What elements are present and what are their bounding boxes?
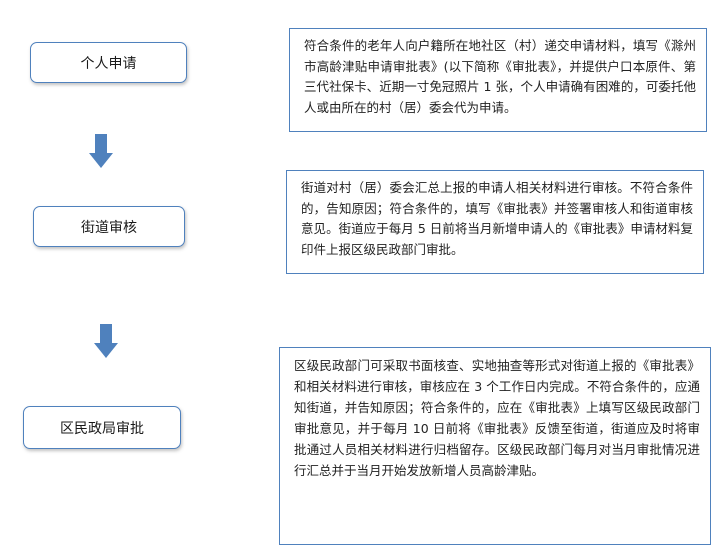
step-label: 街道审核: [81, 219, 137, 236]
step-label: 个人申请: [80, 55, 137, 72]
down-arrow-icon: [89, 134, 113, 168]
step-personal-application-description: 符合条件的老年人向户籍所在地社区（村）递交申请材料，填写《滁州市高龄津贴申请审批…: [289, 28, 707, 132]
step-civil-affairs-approval-description: 区级民政部门可采取书面核查、实地抽查等形式对街道上报的《审批表》和相关材料进行审…: [279, 347, 711, 545]
step-street-review-description: 街道对村（居）委会汇总上报的申请人相关材料进行审核。不符合条件的，告知原因；符合…: [286, 170, 704, 274]
step-label: 区民政局审批: [60, 420, 144, 437]
down-arrow-icon: [94, 324, 118, 358]
step-civil-affairs-approval: 区民政局审批: [23, 406, 181, 449]
step-street-review: 街道审核: [33, 206, 185, 247]
step-personal-application: 个人申请: [30, 42, 187, 83]
